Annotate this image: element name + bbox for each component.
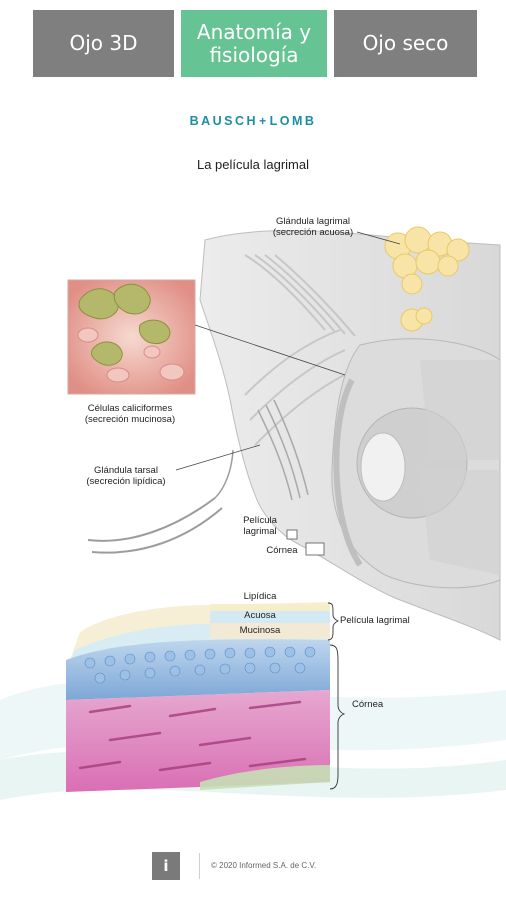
tab-ojo-3d[interactable]: Ojo 3D [33,10,174,77]
tab-label: Ojo seco [362,31,449,55]
figure-title: La película lagrimal [196,157,309,172]
label-aqueous-layer: Acuosa [244,610,276,621]
eye-anatomy-drawing [0,226,506,800]
lacrimal-gland [384,226,470,332]
label-lipid-layer: Lipídica [243,591,277,602]
brand-left: BAUSCH [189,114,259,128]
label-lacrimal-gland: Glándula lagrimal (secreción acuosa) [272,216,354,238]
brand-plus: + [259,114,269,128]
footer-divider [199,853,200,879]
tab-label: Anatomía y fisiología [196,19,312,67]
tab-ojo-seco[interactable]: Ojo seco [334,10,477,77]
copyright-text: © 2020 Informed S.A. de C.V. [211,861,317,870]
label-tarsal-gland: Glándula tarsal (secreción lipídica) [86,465,166,487]
label-cornea-small: Córnea [266,545,298,556]
label-tear-film-bracket: Película lagrimal [340,615,410,626]
cornea-cross-section [66,602,330,792]
tab-label: Ojo 3D [69,31,138,55]
tab-anatomia-fisiologia[interactable]: Anatomía y fisiología [181,10,327,77]
info-button[interactable]: i [152,852,180,880]
label-mucin-layer: Mucinosa [239,625,281,636]
brand-right: LOMB [269,114,317,128]
label-tear-film-small: Película lagrimal [243,515,277,537]
tear-film-illustration: Glándula lagrimal (secreción acuosa) Cél… [0,195,506,815]
top-tab-bar: Ojo 3D Anatomía y fisiología Ojo seco [33,10,477,77]
label-cornea-bracket: Córnea [352,699,384,710]
bausch-lomb-logo: BAUSCH+LOMB [0,114,506,128]
label-goblet-cells: Células caliciformes (secreción mucinosa… [84,403,176,425]
